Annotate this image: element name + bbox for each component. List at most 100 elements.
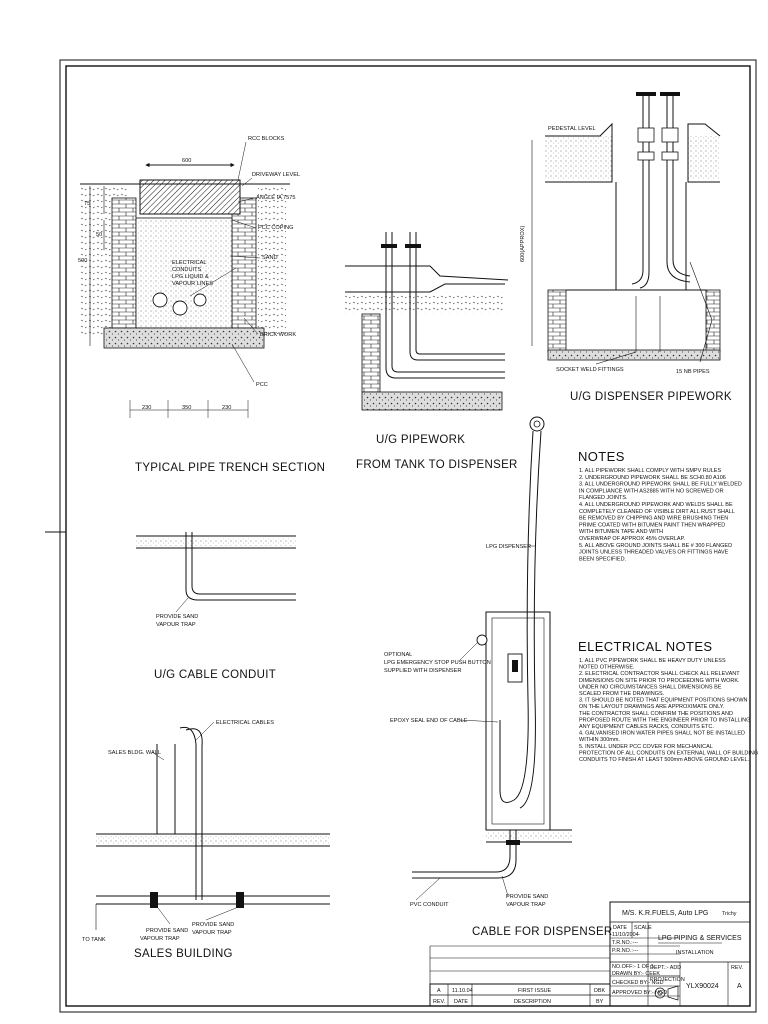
tb-scale-value: - <box>638 932 640 938</box>
electrical-note-line-15: PROTECTION OF ALL CONDUITS ON EXTERNAL W… <box>579 750 758 756</box>
electrical-notes-title: ELECTRICAL NOTES <box>578 639 713 654</box>
trench-section: RCC BLOCKS DRIVEWAY LEVEL ANGLE IA 7575 … <box>78 136 325 474</box>
dim-b3: 230 <box>222 405 231 411</box>
electrical-note-line-8: ON THE LAYOUT DRAWINGS ARE APPROXIMATE O… <box>579 704 725 710</box>
ug-pipework-section: U/G PIPEWORK FROM TANK TO DISPENSER <box>345 232 518 471</box>
electrical-note-line-11: ANY EQUIPMENT CABLES RACKS, CONDUITS ETC… <box>579 724 714 730</box>
label-pvc-conduit: PVC CONDUIT <box>410 902 449 908</box>
label-electrical-cables: ELECTRICAL CABLES <box>216 720 274 726</box>
label-angle: ANGLE IA 7575 <box>256 195 296 201</box>
electrical-note-line-2: NOTED OTHERWISE. <box>579 665 635 671</box>
label-sand: SAND <box>262 255 278 261</box>
electrical-note-line-13: WITHIN 300mm. <box>579 737 620 743</box>
label-conduits-3: LPG LIQUID & <box>172 274 209 280</box>
note-line-1: 1. ALL PIPEWORK SHALL COMPLY WITH SMPV R… <box>579 468 721 474</box>
tb-prj: P.R.NO.:--- <box>612 948 638 954</box>
dispenser-pipework-section: PEDESTAL LEVEL 600(APPROX) SOCKET WELD F… <box>520 92 732 403</box>
title-trench-section: TYPICAL PIPE TRENCH SECTION <box>135 462 325 474</box>
tb-traced: T.R.NO.:--- <box>612 940 638 946</box>
electrical-note-line-14: 5. INSTALL UNDER PCC COVER FOR MECHANICA… <box>579 744 713 750</box>
electrical-note-line-9: THE CONTRACTOR SHALL CONFIRM THE POSITIO… <box>579 711 733 717</box>
inner-border <box>65 65 751 1007</box>
rev-row-date: 11.10.04 <box>452 988 473 994</box>
tb-approved: APPROVED BY:- NGD <box>612 990 667 996</box>
label-driveway-level: DRIVEWAY LEVEL <box>252 172 300 178</box>
electrical-note-line-7: 3. IT SHOULD BE NOTED THAT EQUIPMENT POS… <box>579 698 748 704</box>
electrical-note-line-12: 4. GALVANISED IRON WATER PIPES SHALL NOT… <box>579 731 745 737</box>
title-block: M/S. K.R.FUELS, Auto LPG Trichy DATE 11/… <box>429 901 751 1007</box>
tb-date-value: 11/10/2004 <box>612 932 639 938</box>
dim-top: 600 <box>182 158 191 164</box>
note-line-11: OVERWRAP OF APPROX 45% OVERLAP. <box>579 536 686 542</box>
electrical-note-line-5: UNDER NO CIRCUMSTANCES SHALL DIMENSIONS … <box>579 684 722 690</box>
tb-place: Trichy <box>722 911 737 917</box>
electrical-note-line-1: 1. ALL PVC PIPEWORK SHALL BE HEAVY DUTY … <box>579 658 726 664</box>
note-line-4: IN COMPLIANCE WITH AS2885 WITH NO SCREWE… <box>579 488 724 494</box>
electrical-note-line-4: DIMENSIONS ON SITE PRIOR TO PROCEEDING W… <box>579 678 740 684</box>
dim-500: 500 <box>78 258 87 264</box>
note-line-8: BE REMOVED BY CHIPPING AND WIRE BRUSHING… <box>579 516 728 522</box>
cable-conduit-section: PROVIDE SAND VAPOUR TRAP U/G CABLE CONDU… <box>136 532 296 681</box>
label-sales-bldg-wall: SALES BLDG. WALL <box>108 750 161 756</box>
tb-dwg-sub: INSTALLATION <box>676 950 714 956</box>
tb-rev-label: REV. <box>731 965 743 971</box>
label-rcc-blocks: RCC BLOCKS <box>248 136 285 142</box>
sales-building-section: ELECTRICAL CABLES SALES BLDG. WALL TO TA… <box>82 720 330 960</box>
label-socket-weld: SOCKET WELD FITTINGS <box>556 367 624 373</box>
label-supplied-with: SUPPLIED WITH DISPENSER <box>384 668 461 674</box>
tb-dept: DEPT.:- ADD <box>650 965 681 971</box>
rev-head-date: DATE <box>454 999 468 1005</box>
projection-symbol-icon <box>654 985 679 1001</box>
note-line-10: WITH BITUMEN TAPE AND WITH <box>579 529 663 535</box>
label-disp-sand-2: VAPOUR TRAP <box>506 902 546 908</box>
label-pcc: PCC <box>256 382 268 388</box>
note-line-3: 3. ALL UNDERGROUND PIPEWORK SHALL BE FUL… <box>579 482 742 488</box>
tb-scale-label: SCALE <box>634 925 652 931</box>
label-emergency-stop: LPG EMERGENCY STOP PUSH BUTTON <box>384 660 491 666</box>
rev-head-rev: REV. <box>433 999 445 1005</box>
note-line-9: PRIME COATED WITH BITUMEN PAINT THEN WRA… <box>579 522 725 528</box>
label-pedestal-level: PEDESTAL LEVEL <box>548 126 596 132</box>
electrical-note-line-16: CONDUITS TO FINISH AT LEAST 500mm ABOVE … <box>579 757 750 763</box>
title-dispenser-pipework: U/G DISPENSER PIPEWORK <box>570 391 732 403</box>
dim-75: 75 <box>84 201 90 207</box>
label-sales-sand-1a: PROVIDE SAND <box>146 928 188 934</box>
label-conduits-1: ELECTRICAL <box>172 260 207 266</box>
tb-client: M/S. K.R.FUELS, Auto LPG <box>622 910 708 917</box>
label-pcc-coping: PCC COPING <box>258 225 293 231</box>
note-line-13: JOINTS UNLESS THREADED VALVES OR FITTING… <box>579 550 729 556</box>
tb-rev-value: A <box>737 983 742 990</box>
notes-title: NOTES <box>578 449 625 464</box>
cable-dispenser-section: LPG DISPENSER OPTIONAL LPG EMERGENCY STO… <box>384 416 612 938</box>
note-line-14: BEEN SPECIFIED. <box>579 556 627 562</box>
title-ug-pipework-1: U/G PIPEWORK <box>376 434 465 446</box>
electrical-note-line-10: PROPOSED ROUTE WITH THE ENGINEER PRIOR T… <box>579 717 750 723</box>
label-brick-work: BRICK WORK <box>260 332 296 338</box>
dim-b1: 230 <box>142 405 151 411</box>
label-to-tank: TO TANK <box>82 937 106 943</box>
dim-b2: 350 <box>182 405 191 411</box>
notes-block: NOTES 1. ALL PIPEWORK SHALL COMPLY WITH … <box>578 449 758 763</box>
rev-head-desc: DESCRIPTION <box>514 999 551 1005</box>
label-conduits-4: VAPOUR LINES <box>172 281 213 287</box>
label-epoxy-seal: EPOXY SEAL END OF CABLE <box>390 718 468 724</box>
tb-dwg-no: YLX90024 <box>686 983 719 990</box>
label-conduit-sand-2: VAPOUR TRAP <box>156 622 196 628</box>
tb-sheet: NO.OFF:- 1 OF 1 <box>612 964 654 970</box>
label-600-approx: 600(APPROX) <box>520 225 526 262</box>
title-ug-pipework-2: FROM TANK TO DISPENSER <box>356 459 518 471</box>
label-sales-sand-1b: VAPOUR TRAP <box>140 936 180 942</box>
title-sales-building: SALES BUILDING <box>134 948 233 960</box>
label-conduit-sand-1: PROVIDE SAND <box>156 614 198 620</box>
title-cable-conduit: U/G CABLE CONDUIT <box>154 669 276 681</box>
electrical-note-line-3: 2. ELECTRICAL CONTRACTOR SHALL CHECK ALL… <box>579 671 740 677</box>
label-sales-sand-2b: VAPOUR TRAP <box>192 930 232 936</box>
label-lpg-dispenser: LPG DISPENSER <box>486 544 531 550</box>
outer-border <box>59 59 757 1013</box>
note-line-6: 4. ALL UNDERGROUND PIPEWORK AND WELDS SH… <box>579 502 733 508</box>
label-optional: OPTIONAL <box>384 652 412 658</box>
rev-row-desc: FIRST ISSUE <box>518 988 552 994</box>
label-disp-sand-1: PROVIDE SAND <box>506 894 548 900</box>
rev-head-by: BY <box>596 999 604 1005</box>
rev-row-by: DBK <box>594 988 605 994</box>
